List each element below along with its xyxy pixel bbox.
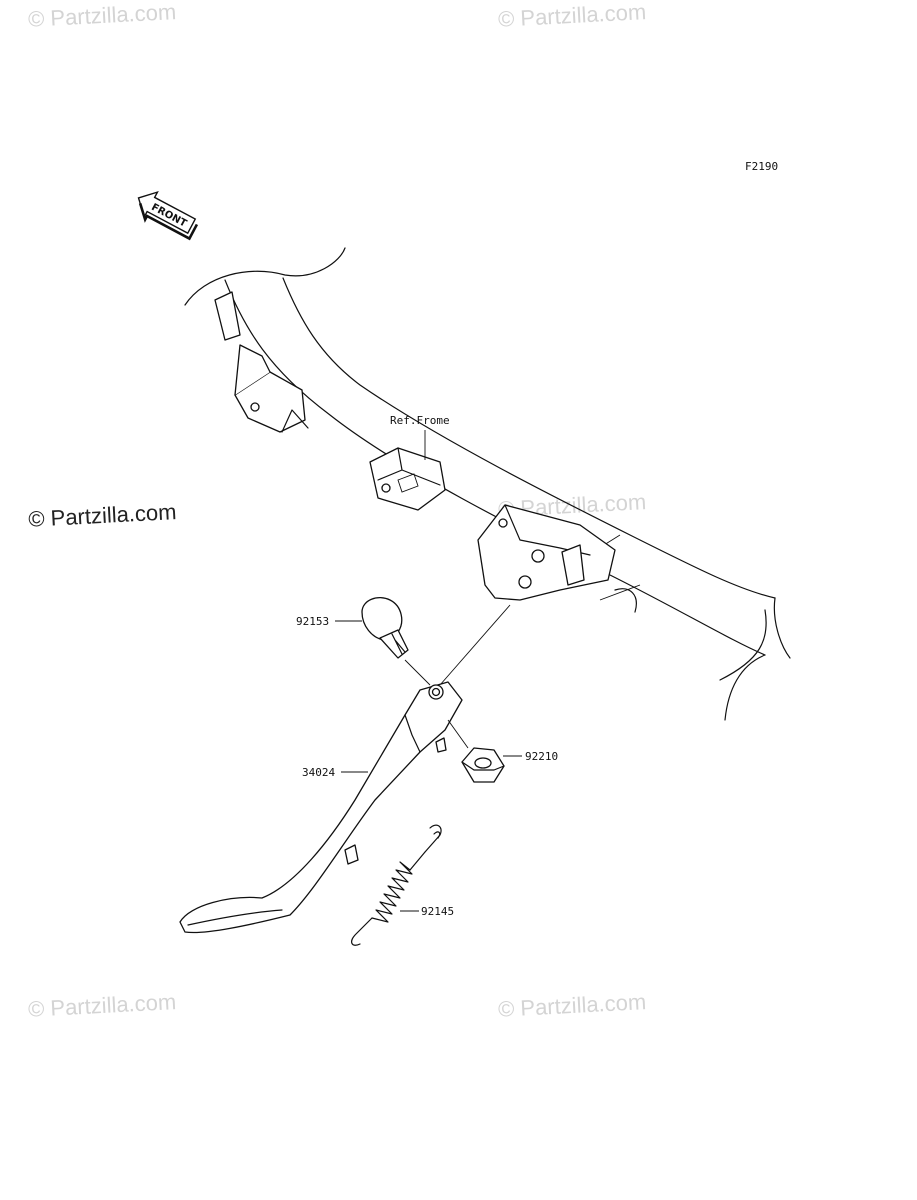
watermark-main-text: © Partzilla.com [28,499,177,532]
stand-mount-bracket [477,504,616,601]
part-callout-34024: 34024 [302,766,368,779]
watermark-top-right: © Partzilla.com [497,0,646,32]
part-number: 92145 [421,905,454,918]
reference-label: Ref.Frome [390,414,450,427]
part-number: 92210 [525,750,558,763]
part-callout-92210: 92210 [503,750,558,763]
pivot-bolt [361,597,409,659]
watermark-main: © Partzilla.com [28,499,177,532]
watermark-text: © Partzilla.com [497,0,646,32]
part-callout-92153: 92153 [296,615,362,628]
frame-bracket-left [214,291,309,433]
front-arrow-icon: FRONT [137,190,199,241]
watermark-top-left: © Partzilla.com [27,0,176,32]
figure-code: F2190 [745,160,778,173]
assembly-leader [439,604,511,686]
nut [461,747,505,783]
watermark-text: © Partzilla.com [497,989,646,1022]
reference-callout: Ref.Frome [390,414,450,460]
watermark-text: © Partzilla.com [27,989,176,1022]
watermark-bottom-right: © Partzilla.com [497,989,646,1022]
frame-tube [184,247,791,721]
side-stand [179,681,463,934]
watermark-bottom-left: © Partzilla.com [27,989,176,1022]
part-number: 92153 [296,615,329,628]
spring [351,824,442,946]
part-callout-92145: 92145 [400,905,454,918]
frame-mount-block [369,447,446,511]
part-number: 34024 [302,766,335,779]
watermark-text: © Partzilla.com [27,0,176,32]
